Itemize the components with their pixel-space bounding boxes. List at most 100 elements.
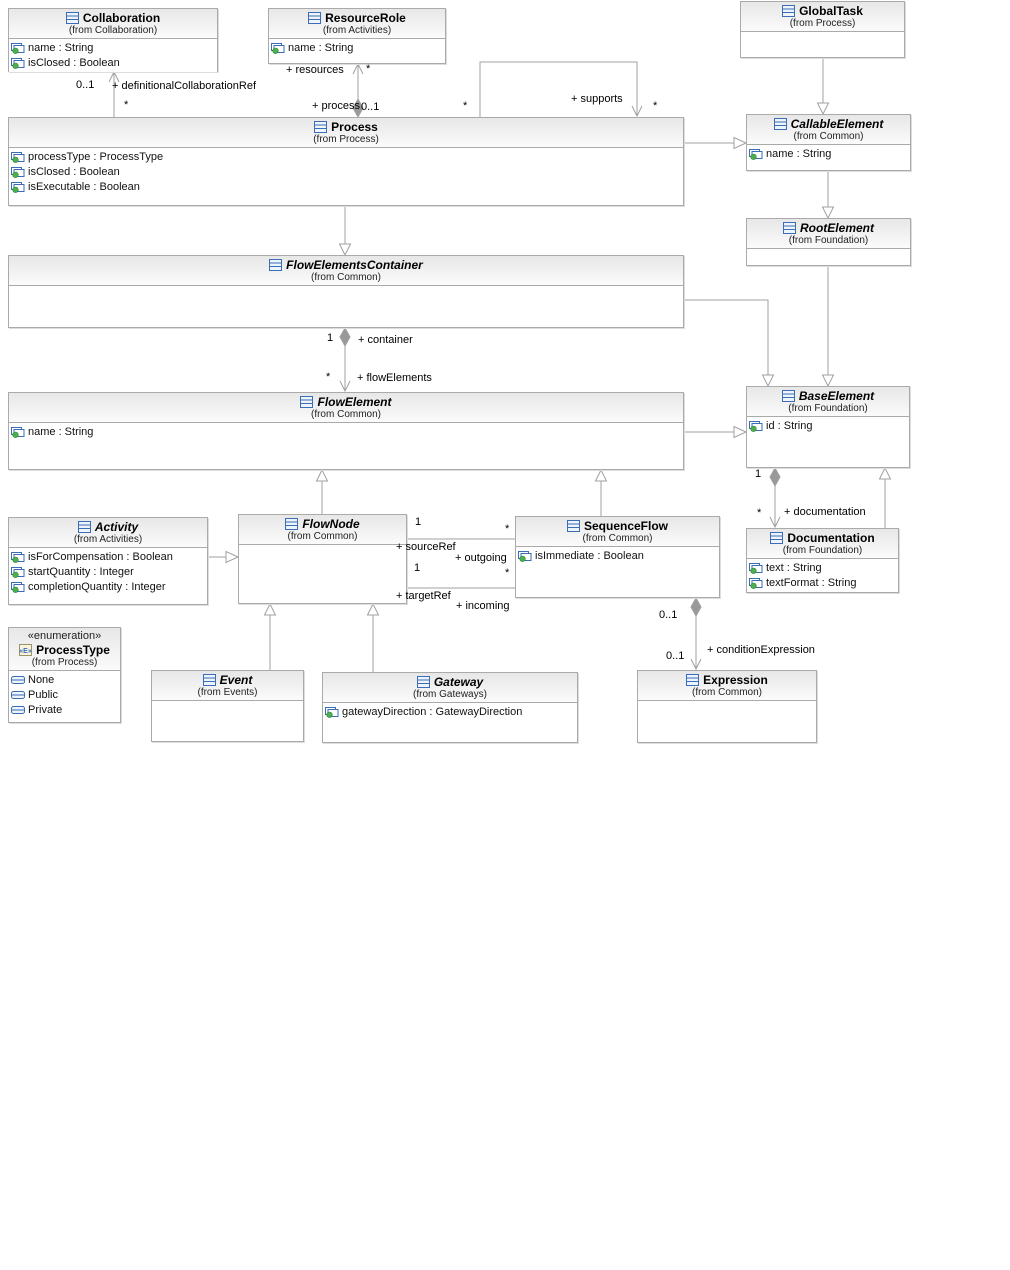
attribute-row[interactable]: name : String <box>749 147 908 162</box>
class-name: Activity <box>94 520 139 534</box>
attribute-row[interactable]: startQuantity : Integer <box>11 565 205 580</box>
class-flownode[interactable]: FlowNode (from Common) <box>238 514 407 604</box>
multiplicity-label[interactable]: * <box>366 63 371 75</box>
attribute-row[interactable]: processType : ProcessType <box>11 150 681 165</box>
attribute-row[interactable]: isClosed : Boolean <box>11 56 215 71</box>
multiplicity-label[interactable]: 1 <box>755 468 762 480</box>
class-expression[interactable]: Expression (from Common) <box>637 670 817 743</box>
role-label-definitionalCollaborationRef[interactable]: + definitionalCollaborationRef <box>112 80 257 92</box>
association-conditionExpression <box>690 596 702 671</box>
class-callableelement[interactable]: CallableElement (from Common) name : Str… <box>746 114 911 171</box>
generalization-rootElement-baseElement <box>821 266 835 388</box>
enum-literal-row[interactable]: Private <box>11 703 118 718</box>
attribute-row[interactable]: textFormat : String <box>749 576 896 591</box>
attribute-row[interactable]: gatewayDirection : GatewayDirection <box>325 705 575 720</box>
class-documentation[interactable]: Documentation (from Foundation) text : S… <box>746 528 899 593</box>
association-definitionalCollaborationRef <box>108 70 120 117</box>
class-icon <box>269 259 283 271</box>
multiplicity-label[interactable]: 1 <box>327 332 334 344</box>
attribute-icon <box>11 567 25 578</box>
attribute-icon <box>11 182 25 193</box>
role-label-targetref[interactable]: + targetRef <box>396 590 451 602</box>
generalization-callableElement-rootElement <box>821 171 835 220</box>
class-event[interactable]: Event (from Events) <box>151 670 304 742</box>
attribute-row[interactable]: name : String <box>11 425 681 440</box>
attribute-row[interactable]: text : String <box>749 561 896 576</box>
multiplicity-label[interactable]: 1 <box>415 516 422 528</box>
role-label-flowelements[interactable]: + flowElements <box>357 372 432 384</box>
class-rootelement[interactable]: RootElement (from Foundation) <box>746 218 911 266</box>
role-label-process[interactable]: + process <box>312 100 360 112</box>
class-package: (from Events) <box>197 687 258 698</box>
multiplicity-label[interactable]: * <box>124 99 129 111</box>
attribute-icon <box>11 58 25 69</box>
class-icon <box>308 12 322 24</box>
class-icon <box>686 674 700 686</box>
attribute-row[interactable]: id : String <box>749 419 907 434</box>
class-process[interactable]: Process (from Process) processType : Pro… <box>8 117 684 206</box>
class-package: (from Common) <box>310 409 381 420</box>
attribute-row[interactable]: completionQuantity : Integer <box>11 580 205 595</box>
attribute-label: name : String <box>28 426 94 438</box>
class-sequenceflow[interactable]: SequenceFlow (from Common) isImmediate :… <box>515 516 720 598</box>
attribute-row[interactable]: name : String <box>11 41 215 56</box>
class-resourcerole[interactable]: ResourceRole (from Activities) name : St… <box>268 8 446 64</box>
role-label-supports[interactable]: + supports <box>571 93 623 105</box>
enumeration-processtype[interactable]: «enumeration» «E»ProcessType (from Proce… <box>8 627 121 723</box>
generalization-process-flowElementsContainer <box>338 206 352 257</box>
multiplicity-label[interactable]: * <box>505 567 510 579</box>
role-label-resources[interactable]: + resources <box>286 64 344 76</box>
multiplicity-label[interactable]: * <box>326 371 331 383</box>
enum-literal-label: Public <box>28 689 58 701</box>
multiplicity-label[interactable]: * <box>653 100 658 112</box>
attribute-row[interactable]: isExecutable : Boolean <box>11 180 681 195</box>
multiplicity-label[interactable]: * <box>757 507 762 519</box>
class-icon <box>781 390 795 402</box>
class-name: Process <box>331 120 378 134</box>
attribute-label: isExecutable : Boolean <box>28 181 140 193</box>
multiplicity-label[interactable]: * <box>463 100 468 112</box>
multiplicity-label[interactable]: 0..1 <box>76 79 95 91</box>
class-package: (from Common) <box>691 687 762 698</box>
multiplicity-label[interactable]: 0..1 <box>659 609 678 621</box>
class-baseelement[interactable]: BaseElement (from Foundation) id : Strin… <box>746 386 910 468</box>
enum-literal-row[interactable]: Public <box>11 688 118 703</box>
generalization-flowElementsContainer-baseElement <box>684 299 775 388</box>
generalization-flowNode-flowElement <box>315 468 329 514</box>
class-package: (from Foundation) <box>782 545 863 556</box>
role-label-documentation[interactable]: + documentation <box>784 506 866 518</box>
class-globaltask[interactable]: GlobalTask (from Process) <box>740 1 905 58</box>
role-label-incoming[interactable]: + incoming <box>456 600 510 612</box>
class-flowelementscontainer[interactable]: FlowElementsContainer (from Common) <box>8 255 684 328</box>
enum-literal-row[interactable]: None <box>11 673 118 688</box>
attribute-row[interactable]: isForCompensation : Boolean <box>11 550 205 565</box>
class-package: (from Activities) <box>73 534 143 545</box>
role-label-container[interactable]: + container <box>358 334 413 346</box>
class-activity[interactable]: Activity (from Activities) isForCompensa… <box>8 517 208 605</box>
class-name: CallableElement <box>790 117 884 131</box>
class-name: SequenceFlow <box>583 519 669 533</box>
attribute-row[interactable]: isImmediate : Boolean <box>518 549 717 564</box>
class-name: ProcessType <box>36 643 110 657</box>
role-label-outgoing[interactable]: + outgoing <box>455 552 507 564</box>
attribute-label: textFormat : String <box>766 577 857 589</box>
role-label-sourceref[interactable]: + sourceRef <box>396 541 456 553</box>
role-label-conditionexpression[interactable]: + conditionExpression <box>707 644 815 656</box>
class-flowelement[interactable]: FlowElement (from Common) name : String <box>8 392 684 470</box>
multiplicity-label[interactable]: 1 <box>414 562 421 574</box>
class-icon <box>782 222 796 234</box>
class-collaboration[interactable]: Collaboration (from Collaboration) name … <box>8 8 218 72</box>
class-icon <box>782 5 796 17</box>
class-name: ResourceRole <box>325 11 406 25</box>
class-icon <box>416 676 430 688</box>
attribute-icon <box>749 421 763 432</box>
attribute-row[interactable]: isClosed : Boolean <box>11 165 681 180</box>
attribute-label: text : String <box>766 562 822 574</box>
association-supports <box>479 61 643 118</box>
multiplicity-label[interactable]: 0..1 <box>666 650 685 662</box>
class-gateway[interactable]: Gateway (from Gateways) gatewayDirection… <box>322 672 578 743</box>
multiplicity-label[interactable]: 0..1 <box>361 101 380 113</box>
attribute-row[interactable]: name : String <box>271 41 443 56</box>
class-name: GlobalTask <box>799 4 863 18</box>
multiplicity-label[interactable]: * <box>505 523 510 535</box>
